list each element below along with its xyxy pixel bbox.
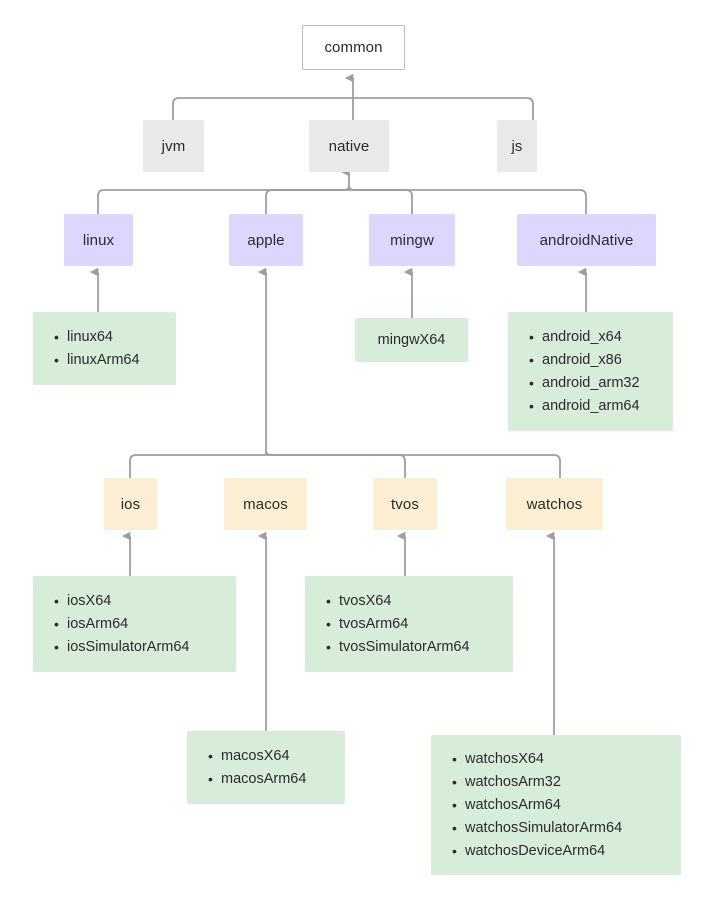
leafbox-linux-targets: linux64 linuxArm64 (33, 312, 176, 385)
list-item: tvosX64 (326, 590, 513, 613)
node-apple-label: apple (247, 231, 285, 249)
tvos-targets-list: tvosX64 tvosArm64 tvosSimulatorArm64 (305, 590, 513, 659)
node-js-label: js (511, 137, 523, 155)
node-jvm[interactable]: jvm (143, 120, 204, 172)
node-tvos-label: tvos (391, 495, 419, 513)
edge-bus-level3 (129, 454, 561, 478)
edge-tvos-riser (265, 450, 406, 478)
edge-bus-level2 (97, 189, 587, 214)
node-jvm-label: jvm (161, 137, 186, 155)
node-mingw[interactable]: mingw (369, 214, 455, 266)
list-item: android_x64 (529, 326, 673, 349)
leafbox-tvos-targets: tvosX64 tvosArm64 tvosSimulatorArm64 (305, 576, 513, 672)
node-common[interactable]: common (302, 25, 405, 70)
list-item: iosArm64 (54, 613, 236, 636)
linux-targets-list: linux64 linuxArm64 (33, 326, 176, 372)
leafbox-ios-targets: iosX64 iosArm64 iosSimulatorArm64 (33, 576, 236, 672)
node-ios[interactable]: ios (104, 478, 157, 530)
list-item: linuxArm64 (54, 349, 176, 372)
list-item: android_x86 (529, 349, 673, 372)
node-common-label: common (324, 39, 383, 56)
leafbox-watchos-targets: watchosX64 watchosArm32 watchosArm64 wat… (431, 735, 681, 875)
ios-targets-list: iosX64 iosArm64 iosSimulatorArm64 (33, 590, 236, 659)
node-androidnative[interactable]: androidNative (517, 214, 656, 266)
list-item: macosArm64 (208, 768, 345, 791)
leafbox-macos-targets: macosX64 macosArm64 (187, 731, 345, 804)
node-linux-label: linux (82, 231, 115, 249)
list-item: watchosDeviceArm64 (452, 840, 681, 863)
node-mingw-label: mingw (390, 231, 434, 249)
node-androidnative-label: androidNative (539, 231, 634, 249)
list-item: tvosArm64 (326, 613, 513, 636)
leafbox-androidnative-targets: android_x64 android_x86 android_arm32 an… (508, 312, 673, 431)
edge-bus-level1 (172, 97, 534, 120)
node-watchos-label: watchos (526, 495, 583, 513)
list-item: linux64 (54, 326, 176, 349)
list-item: tvosSimulatorArm64 (326, 636, 513, 659)
list-item: watchosX64 (452, 748, 681, 771)
list-item: iosX64 (54, 590, 236, 613)
watchos-targets-list: watchosX64 watchosArm32 watchosArm64 wat… (431, 748, 681, 863)
node-linux[interactable]: linux (64, 214, 133, 266)
list-item: watchosSimulatorArm64 (452, 817, 681, 840)
node-ios-label: ios (120, 495, 141, 513)
node-macos[interactable]: macos (224, 478, 307, 530)
list-item: iosSimulatorArm64 (54, 636, 236, 659)
list-item: watchosArm32 (452, 771, 681, 794)
edge-mingw-riser (348, 185, 413, 214)
single-label: mingwX64 (377, 332, 446, 348)
node-apple[interactable]: apple (229, 214, 303, 266)
list-item: android_arm32 (529, 372, 673, 395)
node-watchos[interactable]: watchos (506, 478, 603, 530)
leafbox-mingw-targets: mingwX64 (355, 318, 468, 362)
edge-apple-riser (265, 185, 350, 214)
list-item: watchosArm64 (452, 794, 681, 817)
androidnative-targets-list: android_x64 android_x86 android_arm32 an… (508, 326, 673, 418)
list-item: macosX64 (208, 745, 345, 768)
node-js[interactable]: js (497, 120, 537, 172)
macos-targets-list: macosX64 macosArm64 (187, 745, 345, 791)
list-item: android_arm64 (529, 395, 673, 418)
node-native[interactable]: native (309, 120, 389, 172)
node-macos-label: macos (243, 495, 288, 513)
node-native-label: native (328, 137, 370, 155)
node-tvos[interactable]: tvos (373, 478, 437, 530)
